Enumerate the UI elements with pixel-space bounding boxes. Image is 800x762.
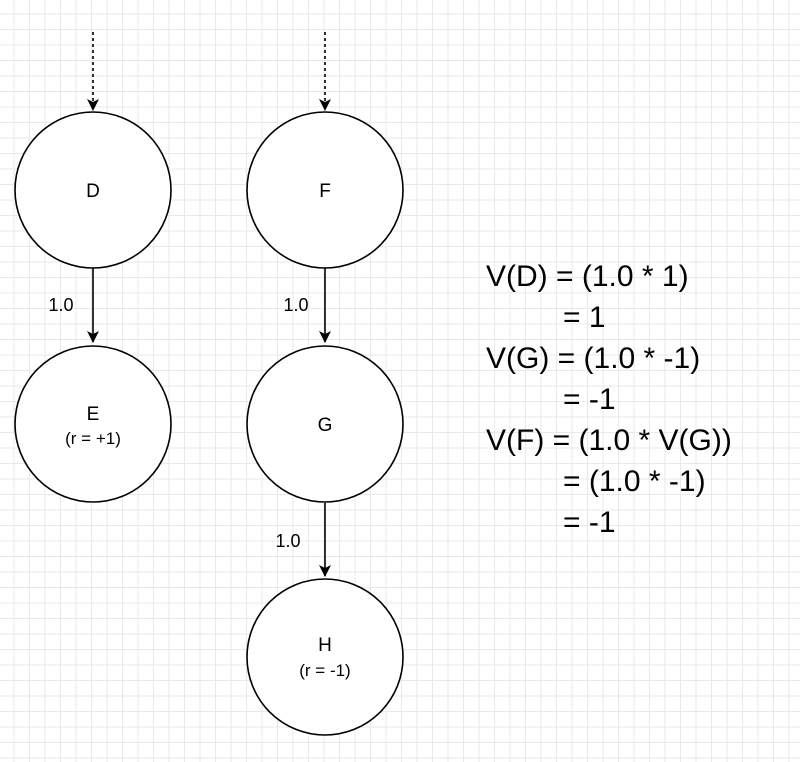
node-g-label: G bbox=[318, 415, 333, 436]
edge-label-g-to-h: 1.0 bbox=[275, 531, 300, 551]
equation-line: = -1 bbox=[563, 383, 616, 416]
edge-label-f-to-g: 1.0 bbox=[283, 295, 308, 315]
node-g[interactable]: G bbox=[246, 345, 404, 503]
edge-label-d-to-e: 1.0 bbox=[48, 295, 73, 315]
node-h-circle bbox=[246, 578, 404, 736]
node-h[interactable]: H (r = -1) bbox=[246, 578, 404, 736]
equations-block: V(D) = (1.0 * 1) = 1 V(G) = (1.0 * -1) =… bbox=[486, 260, 732, 539]
node-g-circle bbox=[246, 345, 404, 503]
node-e-label: E bbox=[87, 404, 100, 425]
equation-line: = (1.0 * -1) bbox=[563, 465, 706, 498]
equation-line: = -1 bbox=[563, 506, 616, 539]
node-f-label: F bbox=[319, 181, 331, 202]
node-d-circle bbox=[14, 111, 172, 269]
node-e[interactable]: E (r = +1) bbox=[14, 345, 172, 503]
equation-line: V(F) = (1.0 * V(G)) bbox=[486, 424, 732, 457]
node-h-reward: (r = -1) bbox=[299, 661, 350, 680]
node-f[interactable]: F bbox=[246, 111, 404, 269]
node-d[interactable]: D bbox=[14, 111, 172, 269]
node-d-label: D bbox=[86, 181, 100, 202]
node-h-label: H bbox=[318, 635, 332, 656]
equation-line: V(D) = (1.0 * 1) bbox=[486, 260, 689, 293]
node-e-reward: (r = +1) bbox=[65, 429, 121, 448]
node-f-circle bbox=[246, 111, 404, 269]
node-e-circle bbox=[14, 345, 172, 503]
equation-line: V(G) = (1.0 * -1) bbox=[486, 342, 700, 375]
equation-line: = 1 bbox=[563, 301, 606, 334]
